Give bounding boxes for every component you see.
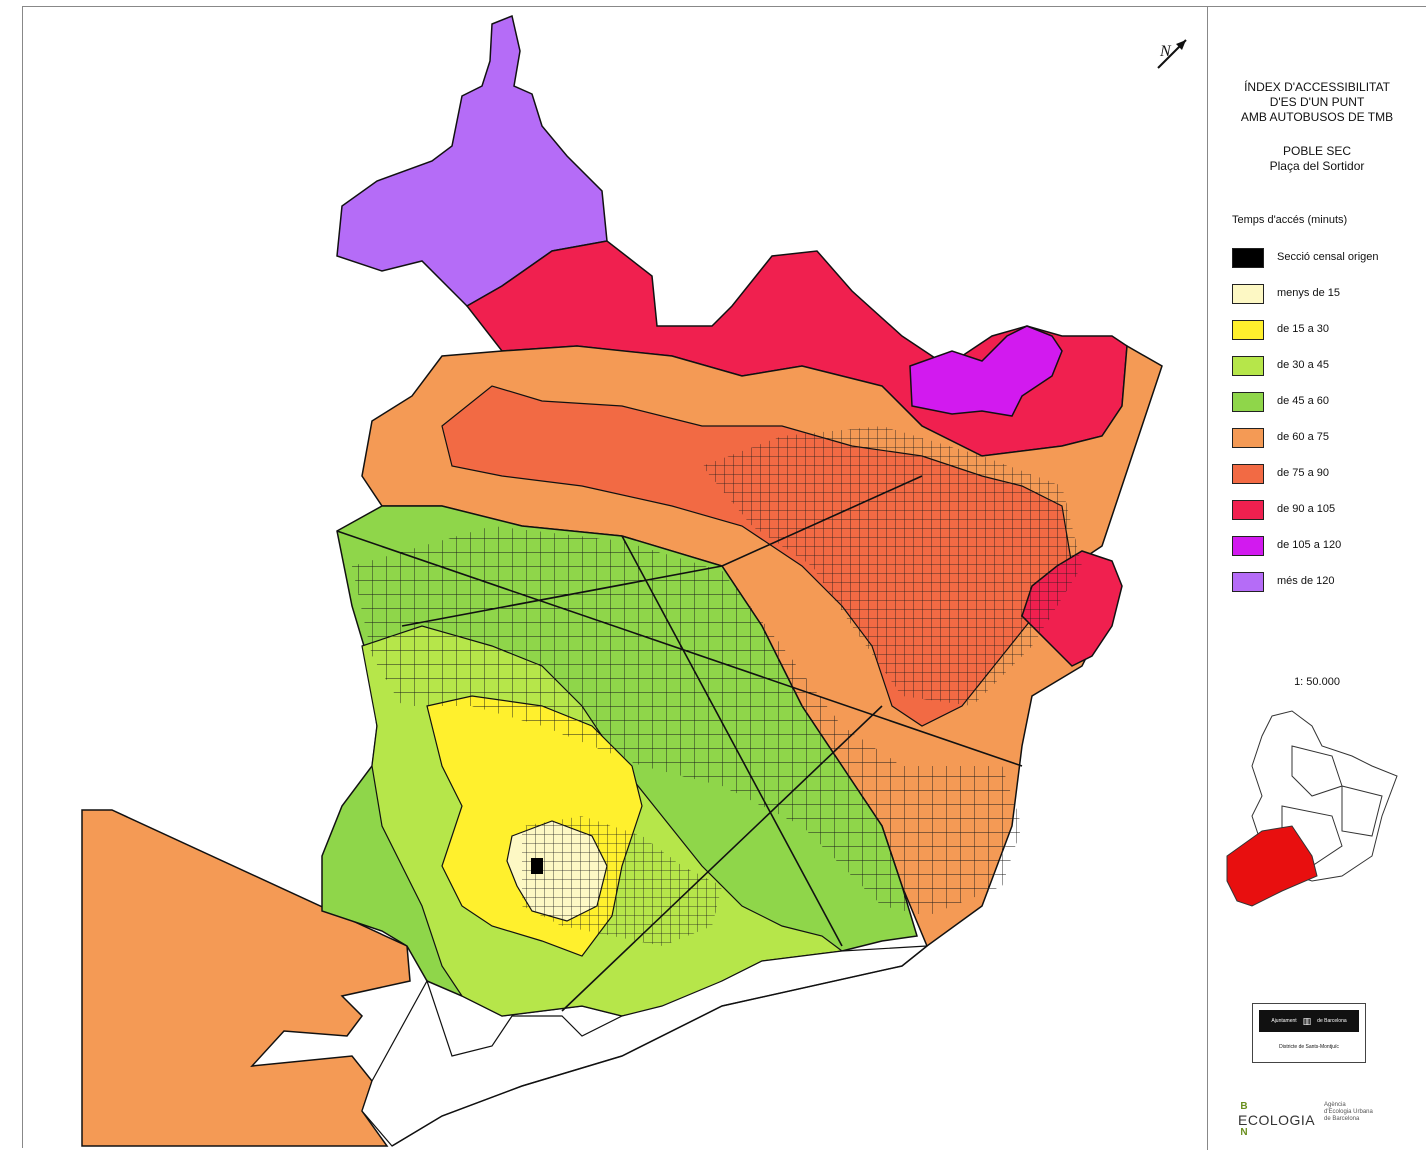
map-area: N: [22, 6, 1208, 1150]
eco-agency-line-3: de Barcelona: [1324, 1116, 1360, 1122]
logo-district: Districte de Sants-Montjuïc: [1279, 1044, 1339, 1050]
legend-label: de 60 a 75: [1277, 431, 1329, 443]
accessibility-map: N: [81, 14, 1187, 1147]
logo-header: Ajuntament ▥ de Barcelona: [1259, 1010, 1359, 1032]
legend-label: de 105 a 120: [1277, 539, 1342, 551]
legend-label: de 90 a 105: [1277, 503, 1336, 515]
legend-sidebar: ÍNDEX D'ACCESSIBILITAT D'ES D'UN PUNT AM…: [1207, 6, 1427, 1150]
street-grid-north: [702, 426, 1082, 706]
origin-section: [531, 858, 543, 874]
legend-label: de 75 a 90: [1277, 467, 1329, 479]
zone-105-120: [909, 325, 1063, 417]
street-grid-south: [522, 816, 722, 946]
logo-text-right: de Barcelona: [1317, 1018, 1347, 1024]
legend-title: Temps d'accés (minuts): [1232, 214, 1348, 226]
legend-swatch: [1232, 320, 1264, 340]
logo-emblem-icon: ▥: [1302, 1015, 1312, 1026]
logo-text-left: Ajuntament: [1271, 1018, 1297, 1024]
subtitle-line-2: Plaça del Sortidor: [1269, 159, 1365, 173]
scale-label: 1: 50.000: [1294, 676, 1340, 688]
title-line-2: D'ES D'UN PUNT: [1269, 95, 1365, 109]
legend-label: de 15 a 30: [1277, 323, 1329, 335]
ajuntament-logo: Ajuntament ▥ de Barcelona Districte de S…: [1252, 1003, 1366, 1063]
eco-agency-line-1: Agència: [1324, 1102, 1346, 1108]
legend-label: de 30 a 45: [1277, 359, 1329, 371]
legend-swatch: [1232, 464, 1264, 484]
legend-swatch: [1232, 284, 1264, 304]
title-line-3: AMB AUTOBUSOS DE TMB: [1240, 110, 1394, 124]
eco-agency: Agència d'Ecologia Urbana de Barcelona: [1324, 1102, 1373, 1123]
north-arrow-icon: N: [1157, 39, 1187, 69]
legend-swatch: [1232, 536, 1264, 556]
legend-swatch: [1232, 500, 1264, 520]
legend-swatch: [1232, 356, 1264, 376]
map-frame: [22, 6, 1426, 1148]
legend-label: Secció censal origen: [1277, 251, 1379, 263]
zone-port: [81, 809, 411, 1147]
legend-label: de 45 a 60: [1277, 395, 1329, 407]
legend-swatch: [1232, 248, 1264, 268]
legend-swatch: [1232, 428, 1264, 448]
map-subtitle: POBLE SEC Plaça del Sortidor: [1208, 144, 1426, 174]
street-grid: [352, 526, 1022, 916]
map-zones: [81, 14, 1163, 1147]
eco-letter-n: N: [1240, 1127, 1248, 1138]
legend-label: menys de 15: [1277, 287, 1340, 299]
map-title: ÍNDEX D'ACCESSIBILITAT D'ES D'UN PUNT AM…: [1208, 80, 1426, 125]
north-label: N: [1159, 43, 1172, 60]
avenues: [336, 475, 1023, 1012]
title-line-1: ÍNDEX D'ACCESSIBILITAT: [1244, 80, 1390, 94]
eco-letter-b: B: [1240, 1101, 1248, 1112]
locator-district-highlight: [1226, 825, 1318, 907]
eco-word: ECOLOGIA: [1238, 1112, 1316, 1128]
legend-swatch: [1232, 572, 1264, 592]
legend-label: més de 120: [1277, 575, 1335, 587]
eco-agency-line-2: d'Ecologia Urbana: [1324, 1109, 1373, 1115]
legend-swatch: [1232, 392, 1264, 412]
coastline: [391, 945, 928, 1147]
locator-map: [1226, 710, 1398, 907]
subtitle-line-1: POBLE SEC: [1282, 144, 1352, 158]
